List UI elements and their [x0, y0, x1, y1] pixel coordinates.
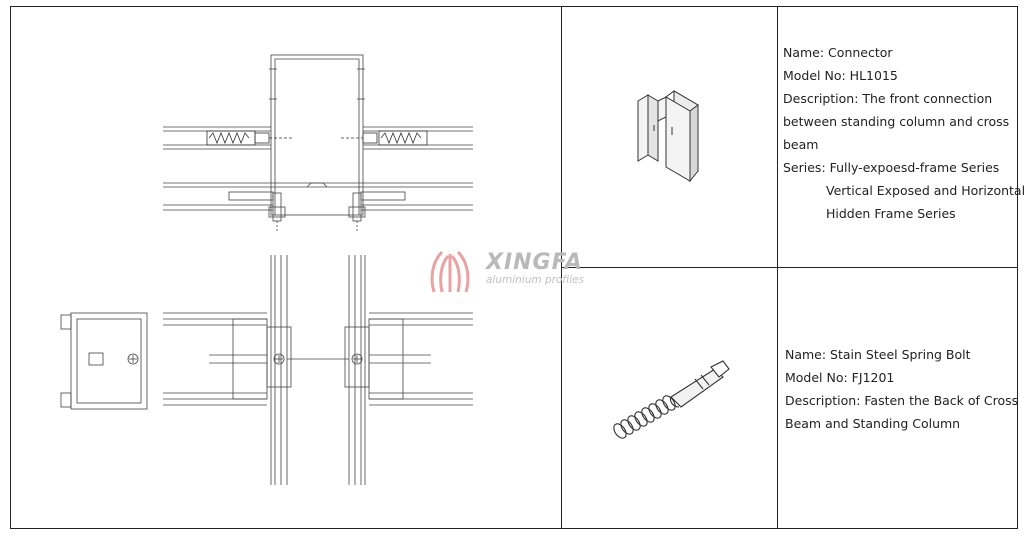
- bottom-view-mullions: [270, 255, 366, 485]
- connector-desc-line-3: beam: [783, 137, 819, 152]
- connector-name: Name: Connector: [783, 45, 893, 60]
- xingfa-logo-icon: [430, 250, 470, 293]
- top-view-column: [269, 54, 365, 216]
- connector-series-line-3: Hidden Frame Series: [826, 206, 956, 221]
- connector-desc-line-2: between standing column and cross: [783, 114, 1010, 129]
- top-view-springs: [206, 130, 428, 146]
- top-view-bolts: [268, 192, 366, 233]
- connector-series-line-1: Series: Fully-expoesd-frame Series: [783, 160, 1000, 175]
- spec-sheet: Name: Connector Model No: HL1015 Descrip…: [10, 6, 1024, 529]
- connector-model: Model No: HL1015: [783, 68, 898, 83]
- connector-series-line-2: Vertical Exposed and Horizontal: [826, 183, 1024, 198]
- grid-divider-row: [561, 267, 1017, 268]
- spring-bolt-desc-line-2: Beam and Standing Column: [785, 416, 961, 431]
- bottom-view-connectors: [266, 326, 370, 388]
- section-profile: [60, 312, 148, 410]
- top-view-beams: [163, 126, 473, 211]
- xingfa-watermark: XINGFA aluminium profiles: [428, 248, 598, 294]
- technical-drawing: [60, 54, 473, 485]
- spring-coil: [613, 395, 676, 439]
- spring-bolt-description: Name: Stain Steel Spring Bolt Model No: …: [785, 343, 1018, 435]
- watermark-subtitle: aluminium profiles: [486, 274, 584, 286]
- bottom-view-transoms: [163, 312, 473, 406]
- connector-description: Name: Connector Model No: HL1015 Descrip…: [783, 41, 1024, 225]
- spring-bolt-desc-line-1: Description: Fasten the Back of Cross: [785, 393, 1019, 408]
- spring-bolt-illustration: [613, 360, 730, 439]
- connector-desc-line-1: Description: The front connection: [783, 91, 993, 106]
- spring-bolt-model: Model No: FJ1201: [785, 370, 895, 385]
- connector-illustration: [637, 90, 699, 183]
- spring-bolt-name: Name: Stain Steel Spring Bolt: [785, 347, 971, 362]
- watermark-brand: XINGFA: [486, 250, 583, 275]
